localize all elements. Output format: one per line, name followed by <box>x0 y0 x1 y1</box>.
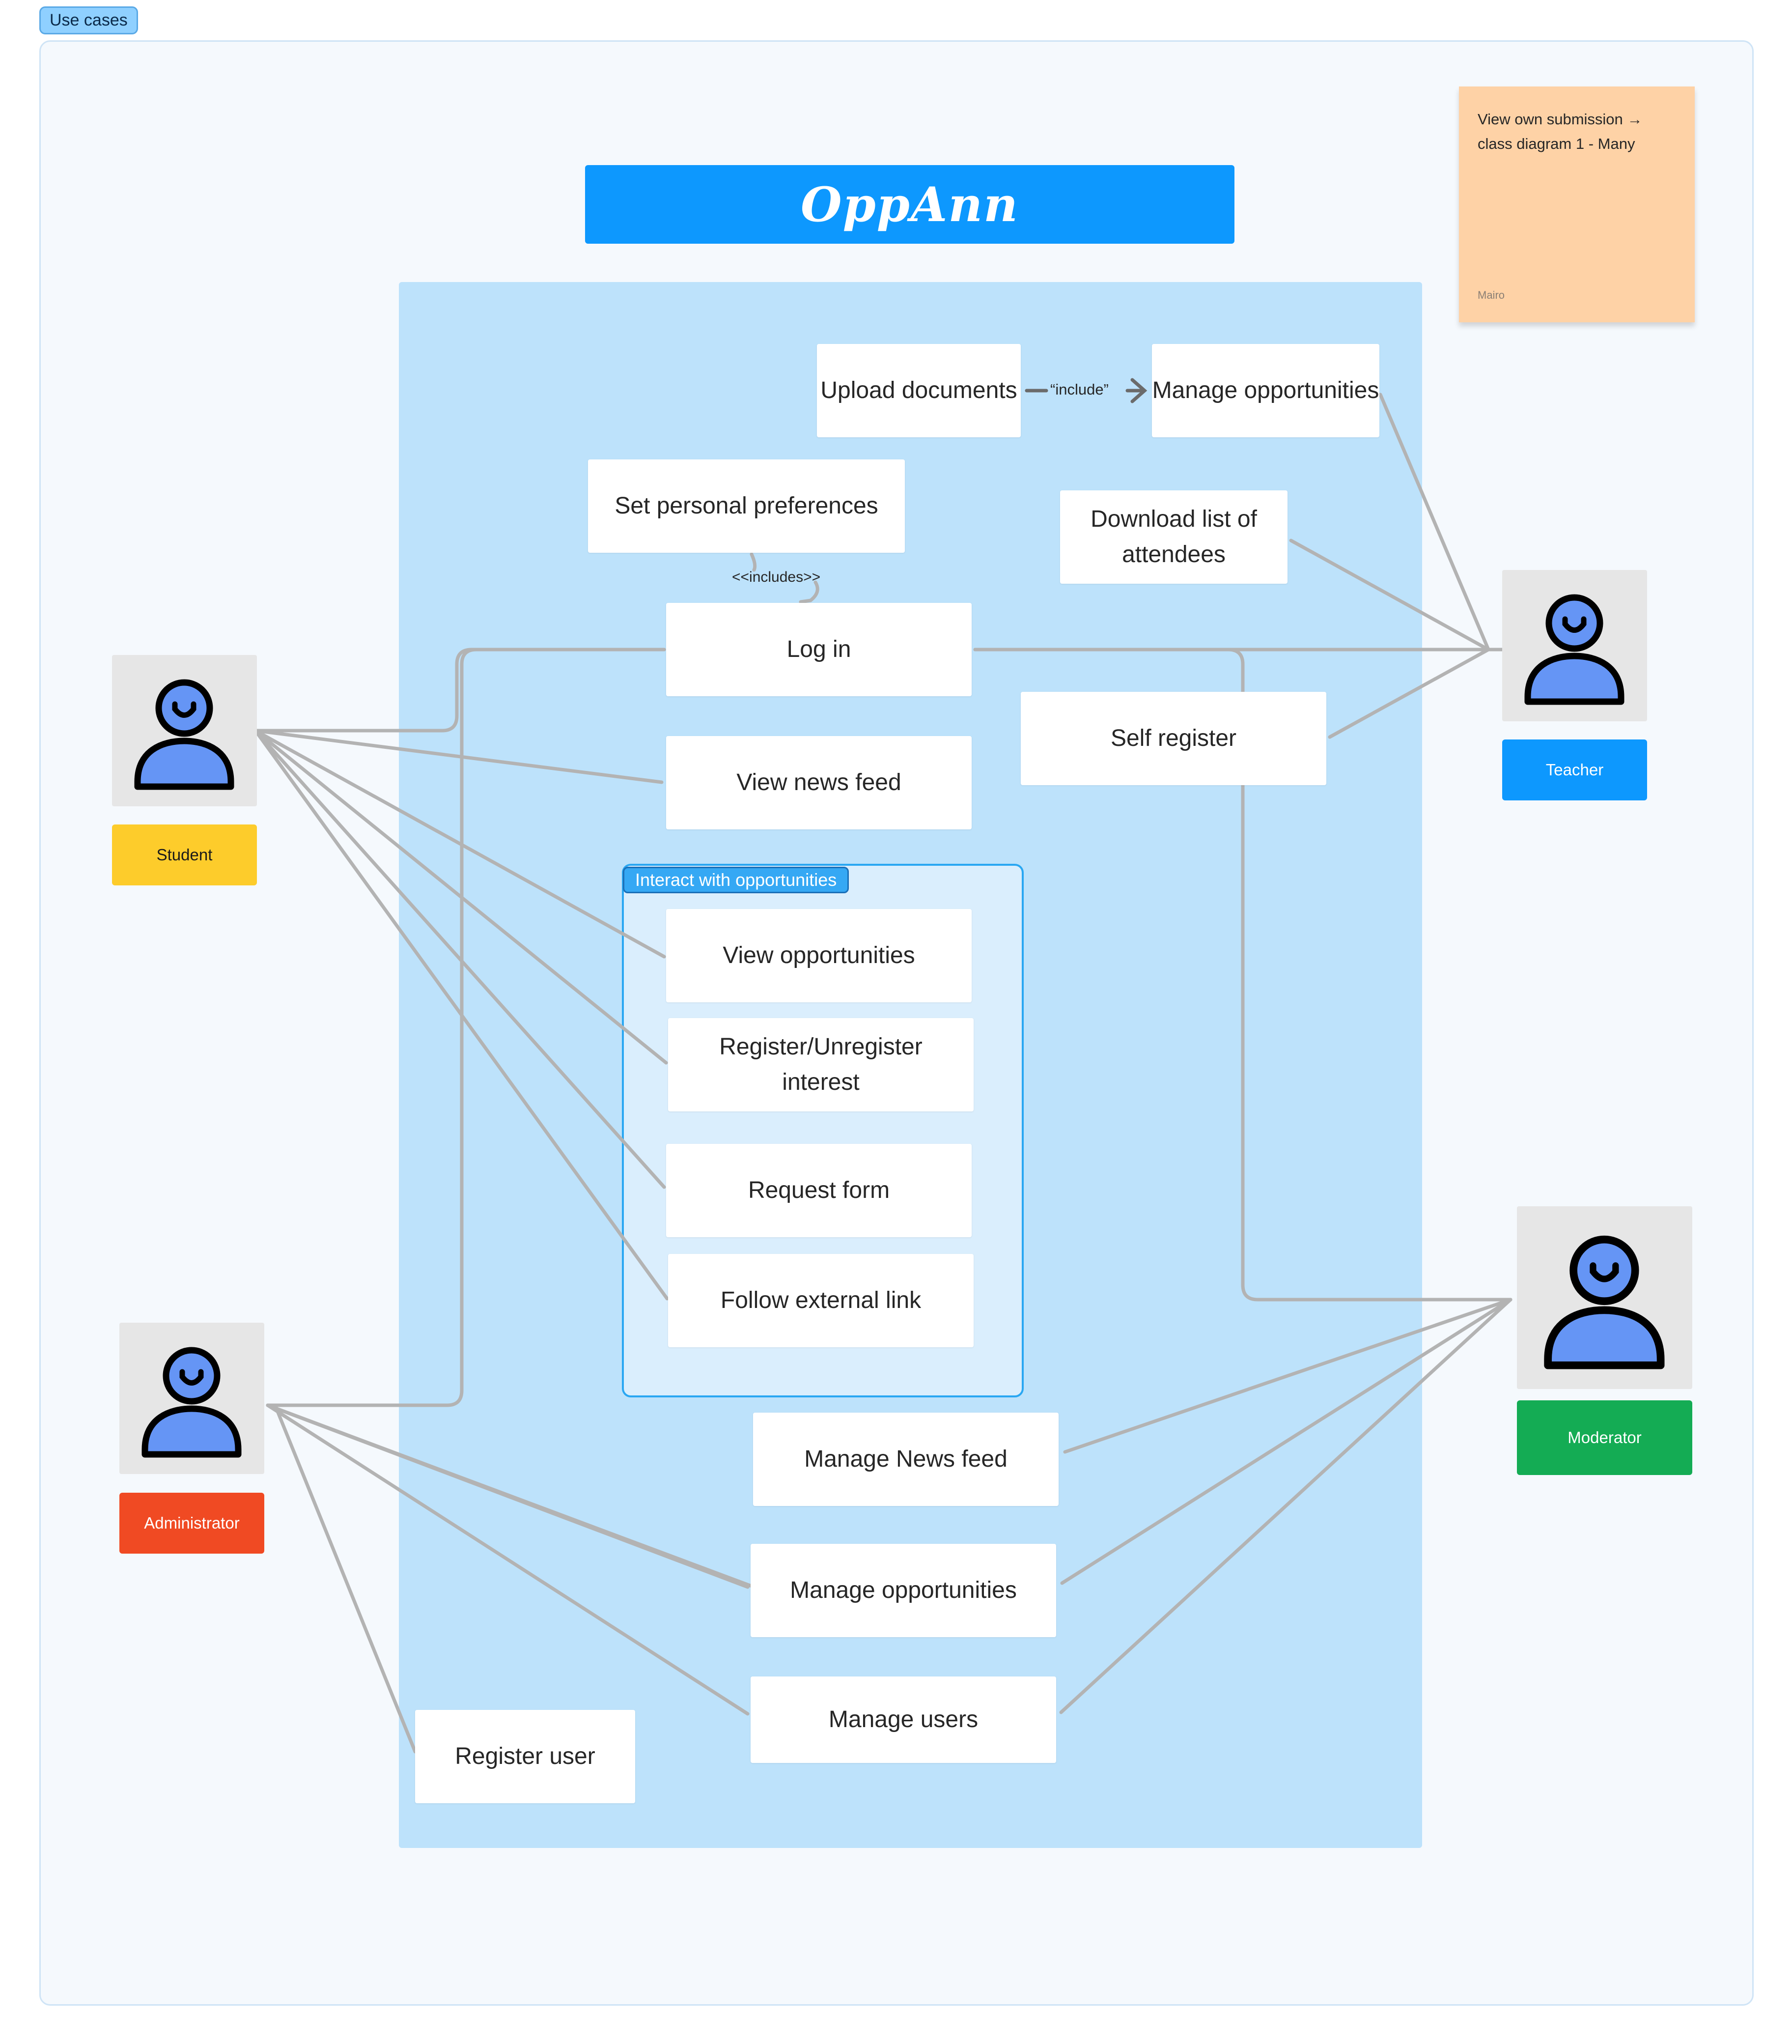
connector-admin-manage-opportunities <box>266 1403 750 1589</box>
frame-label[interactable]: Use cases <box>39 6 138 34</box>
include-label: “include” <box>1050 381 1109 398</box>
use-case-manage-news-feed[interactable]: Manage News feed <box>753 1413 1059 1506</box>
use-case-view-opportunities[interactable]: View opportunities <box>666 909 972 1002</box>
diagram-title: OppAnn <box>585 165 1234 244</box>
actor-label-teacher: Teacher <box>1502 739 1647 800</box>
person-icon <box>141 1347 242 1458</box>
connector-student-request-form <box>253 729 666 1189</box>
use-case-register-interest[interactable]: Register/Unregister interest <box>668 1018 974 1111</box>
use-case-upload-documents[interactable]: Upload documents <box>817 344 1021 437</box>
person-icon <box>134 679 234 790</box>
person-icon <box>1544 1235 1665 1369</box>
connector-teacher-self-register <box>1328 648 1490 739</box>
use-case-log-in[interactable]: Log in <box>666 603 972 696</box>
use-case-self-register[interactable]: Self register <box>1021 692 1326 785</box>
use-case-register-user[interactable]: Register user <box>415 1710 635 1803</box>
actor-teacher[interactable] <box>1502 570 1647 721</box>
connector-moderator-login <box>973 648 1512 1302</box>
sticky-note-author: Mairo <box>1478 289 1505 301</box>
person-icon <box>1524 594 1624 705</box>
connector-admin-login <box>266 648 666 1407</box>
use-case-manage-opportunities-teacher[interactable]: Manage opportunities <box>1152 344 1379 437</box>
actor-label-student: Student <box>112 824 257 885</box>
connector-moderator-manage-opportunities <box>1060 1298 1512 1585</box>
connector-student-login <box>253 648 666 733</box>
use-case-manage-users[interactable]: Manage users <box>751 1676 1056 1763</box>
include-arrow-head <box>1130 378 1148 403</box>
sticky-note-text: View own submission → class diagram 1 - … <box>1478 111 1643 152</box>
use-case-view-news-feed[interactable]: View news feed <box>666 736 972 829</box>
connector-includes <box>750 552 819 604</box>
actor-administrator[interactable] <box>119 1323 264 1474</box>
connector-student-newsfeed <box>253 729 664 784</box>
use-case-set-personal-preferences[interactable]: Set personal preferences <box>588 459 905 553</box>
sticky-note[interactable]: View own submission → class diagram 1 - … <box>1459 86 1695 322</box>
connector-student-view-opportunities <box>253 729 666 959</box>
use-case-download-attendees[interactable]: Download list of attendees <box>1060 490 1288 584</box>
connector-teacher-manage-opportunities <box>1378 393 1490 652</box>
actor-label-moderator: Moderator <box>1517 1400 1692 1475</box>
connector-admin-register-user <box>273 1403 417 1754</box>
connector-teacher-download <box>1289 539 1490 652</box>
use-case-request-form[interactable]: Request form <box>666 1144 972 1237</box>
actor-student[interactable] <box>112 655 257 806</box>
actor-moderator[interactable] <box>1517 1206 1692 1389</box>
includes-label: <<includes>> <box>732 569 821 585</box>
connector-admin-manage-users <box>266 1403 750 1716</box>
actor-label-administrator: Administrator <box>119 1493 264 1554</box>
use-case-follow-external-link[interactable]: Follow external link <box>668 1254 974 1347</box>
group-label: Interact with opportunities <box>623 867 849 893</box>
connector-moderator-manage-users <box>1059 1298 1512 1714</box>
connector-moderator-news-feed <box>1063 1298 1512 1454</box>
use-case-manage-opportunities[interactable]: Manage opportunities <box>751 1544 1056 1637</box>
